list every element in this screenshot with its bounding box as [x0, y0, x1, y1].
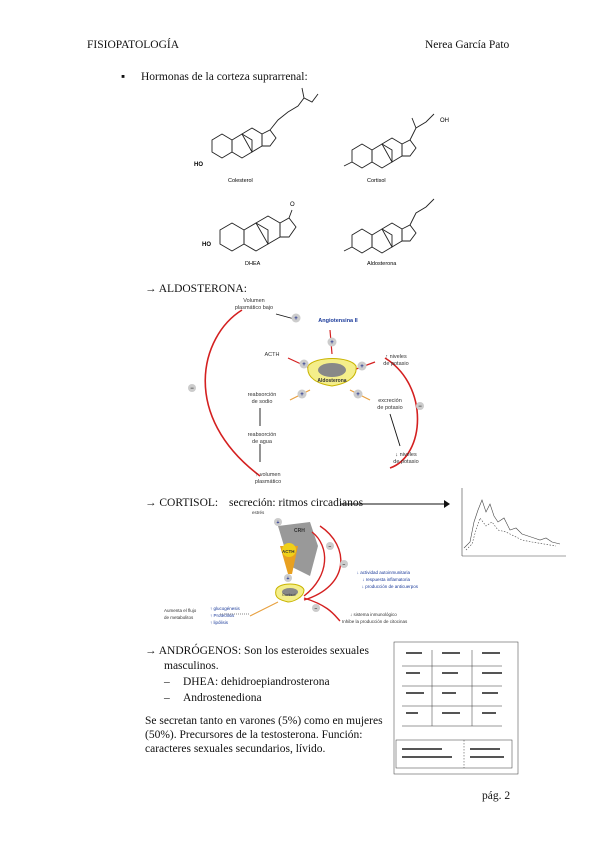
plus-6: + — [356, 392, 360, 398]
effect-1: ↑ glucogénesis — [210, 606, 241, 611]
k-up-1: ↑ niveles — [385, 354, 407, 360]
colesterol-label: Colesterol — [228, 178, 253, 184]
cortisol-oh: OH — [440, 118, 449, 124]
vol-plasm-1: ↑ volumen — [255, 472, 280, 478]
estres-label: estrés — [252, 510, 265, 515]
excr-potasio-2: de potasio — [377, 405, 402, 411]
effect-3: ↑ lipólisis — [210, 620, 229, 625]
colesterol-ho: HO — [194, 162, 203, 168]
right-effect-3: ↓ producción de anticuerpos — [362, 584, 419, 589]
intro-text: Hormonas de la corteza suprarrenal: — [141, 71, 308, 83]
dhea-ho: HO — [202, 242, 211, 248]
acth-label: ACTH — [265, 352, 280, 358]
plus-4: + — [360, 364, 364, 370]
androgen-pathway-figure — [393, 641, 519, 775]
androgenos-heading: → ANDRÓGENOS: Son los esteroides sexuale… — [145, 644, 369, 658]
list-dash-1: – — [164, 676, 170, 688]
paragraph-line-1: Se secretan tanto en varones (5%) como e… — [145, 715, 383, 727]
circadian-arrow — [340, 500, 450, 508]
cort-plus-1: + — [277, 520, 280, 526]
circadian-rhythm-chart — [461, 488, 566, 557]
cortisol-subtitle: secreción: ritmos circadianos — [229, 497, 364, 509]
minus-1: − — [190, 386, 194, 392]
plus-3: + — [302, 362, 306, 368]
cortisol-small-label: Cortisol — [282, 592, 296, 597]
cort-minus-1: − — [329, 544, 332, 550]
reabs-agua-2: de agua — [252, 439, 273, 445]
cortisol-label: Cortisol — [367, 178, 386, 184]
header-right: Nerea García Pato — [425, 39, 510, 51]
aldosterona-structure — [343, 198, 435, 254]
dhea-o: O — [290, 202, 295, 208]
flujo-1: Aumenta el flujo — [164, 608, 197, 613]
list-dash-2: – — [164, 692, 170, 704]
header-left: FISIOPATOLOGÍA — [87, 39, 180, 51]
colesterol-structure — [211, 87, 319, 159]
right-effect-1: ↓ actividad autoinmunitaria — [357, 570, 411, 575]
aldosterona-label: Aldosterona — [367, 261, 397, 267]
androgenos-title-rest: Son los esteroides sexuales — [244, 645, 369, 657]
androgenos-paragraph: Se secretan tanto en varones (5%) como e… — [145, 714, 385, 756]
flujo-2: de metabolitos — [164, 615, 194, 620]
k-up-2: de potasio — [383, 361, 408, 367]
aldosterona-cell-label: Aldosterona — [317, 378, 346, 384]
volumen-bajo-1: Volumen — [243, 298, 264, 304]
androgeno-item-dhea: DHEA: dehidroepiandrosterona — [183, 676, 330, 688]
androgenos-title-lead: → ANDRÓGENOS: — [145, 645, 242, 657]
plus-1: + — [294, 316, 298, 322]
dhea-label: DHEA — [245, 261, 261, 267]
androgeno-item-androstenediona: Androstenediona — [183, 692, 262, 704]
reabs-agua-1: reabsorción — [248, 432, 277, 438]
cort-plus-2: + — [287, 576, 290, 582]
reabs-sodio-2: de sodio — [252, 399, 273, 405]
aldosterona-diagram: + + + + + + − − Volumen plasmático bajo … — [188, 298, 424, 485]
steroid-structures-figure: HO Colesterol Cortisol OH HO O DHEA Aldo… — [194, 87, 449, 267]
inmuno-2: Inhibe la producción de citocinas — [342, 619, 408, 624]
cortisol-heading: → CORTISOL: — [145, 497, 219, 509]
inmuno-1: ↓ sistema inmunológico — [350, 612, 397, 617]
angiotensina-label: Angiotensina II — [318, 318, 358, 324]
plus-5: + — [300, 392, 304, 398]
cort-minus-3: − — [315, 606, 318, 612]
page-number: pág. 2 — [482, 790, 511, 802]
k-down-2: de potasio — [393, 459, 418, 465]
plus-2: + — [330, 340, 334, 346]
vol-plasm-2: plasmático — [255, 479, 281, 485]
right-effect-2: ↓ respuesta inflamatoria — [362, 577, 410, 582]
reabs-sodio-1: reabsorción — [248, 392, 277, 398]
androgenos-title-line2: masculinos. — [164, 660, 219, 672]
dhea-structure — [219, 209, 297, 252]
cort-minus-2: − — [343, 562, 346, 568]
bullet-icon: ▪ — [121, 71, 126, 83]
acth-small-label: ACTH — [282, 549, 295, 554]
minus-2: − — [418, 404, 422, 410]
cortisol-diagram: + + − − − estrés CRH ACTH Cortisol ↑ glu… — [164, 510, 419, 625]
excr-potasio-1: excreción — [378, 398, 402, 404]
paragraph-line-2: (50%). Precursores de la testosterona. F… — [145, 729, 363, 741]
effect-2: ↑ Proteólisis — [210, 613, 235, 618]
cortisol-structure — [343, 113, 435, 169]
crh-label: CRH — [294, 528, 305, 534]
aldosterona-heading: → ALDOSTERONA: — [145, 283, 247, 295]
k-down-1: ↓ niveles — [395, 452, 417, 458]
paragraph-line-3: caracteres sexuales secundarios, lívido. — [145, 743, 326, 755]
volumen-bajo-2: plasmático bajo — [235, 305, 273, 311]
